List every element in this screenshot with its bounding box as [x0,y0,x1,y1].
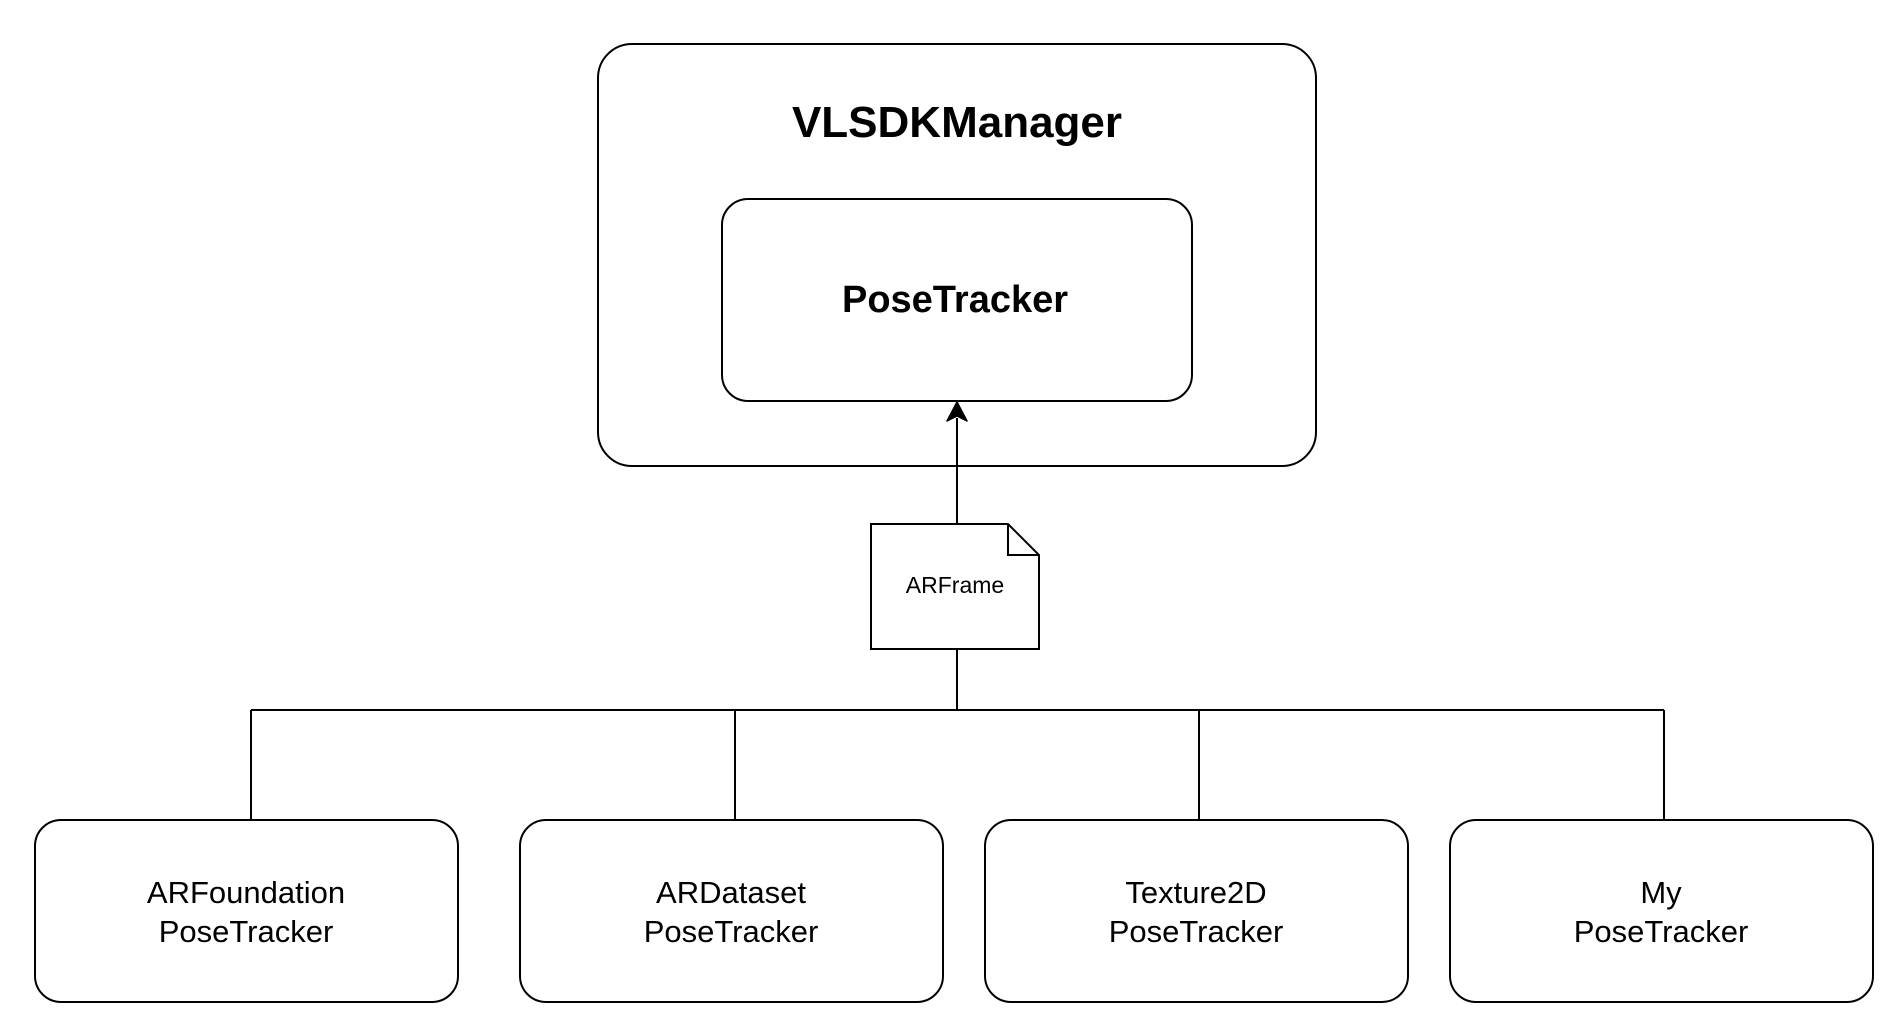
folded-corner-icon [1007,524,1039,556]
arframe-to-posetracker-arrow [946,401,968,524]
implementation-label-line1: Texture2D [1125,875,1266,910]
arframe-label: ARFrame [906,572,1004,598]
posetracker-node: PoseTracker [721,198,1193,402]
implementation-box [519,819,944,1003]
implementation-label-line1: My [1640,875,1682,910]
implementation-label-line2: PoseTracker [1574,914,1749,949]
implementation-box [984,819,1409,1003]
implementation-label-line2: PoseTracker [1109,914,1284,949]
implementation-arfoundation: ARFoundation PoseTracker [34,819,459,1003]
implementation-box [34,819,459,1003]
implementation-label-line1: ARFoundation [147,875,345,910]
implementation-my: My PoseTracker [1449,819,1874,1003]
implementation-box [1449,819,1874,1003]
arframe-node: ARFrame [870,523,1040,650]
posetracker-title: PoseTracker [842,279,1068,321]
arframe-document-shape [870,523,1040,650]
arrow-head-icon [946,401,968,422]
vlsdkmanager-title: VLSDKManager [792,98,1122,147]
implementation-ardataset: ARDataset PoseTracker [519,819,944,1003]
connector-tree [250,649,1665,820]
implementation-label-line2: PoseTracker [159,914,334,949]
implementation-label-line1: ARDataset [656,875,806,910]
implementation-label-line2: PoseTracker [644,914,819,949]
posetracker-box [721,198,1193,402]
implementation-texture2d: Texture2D PoseTracker [984,819,1409,1003]
